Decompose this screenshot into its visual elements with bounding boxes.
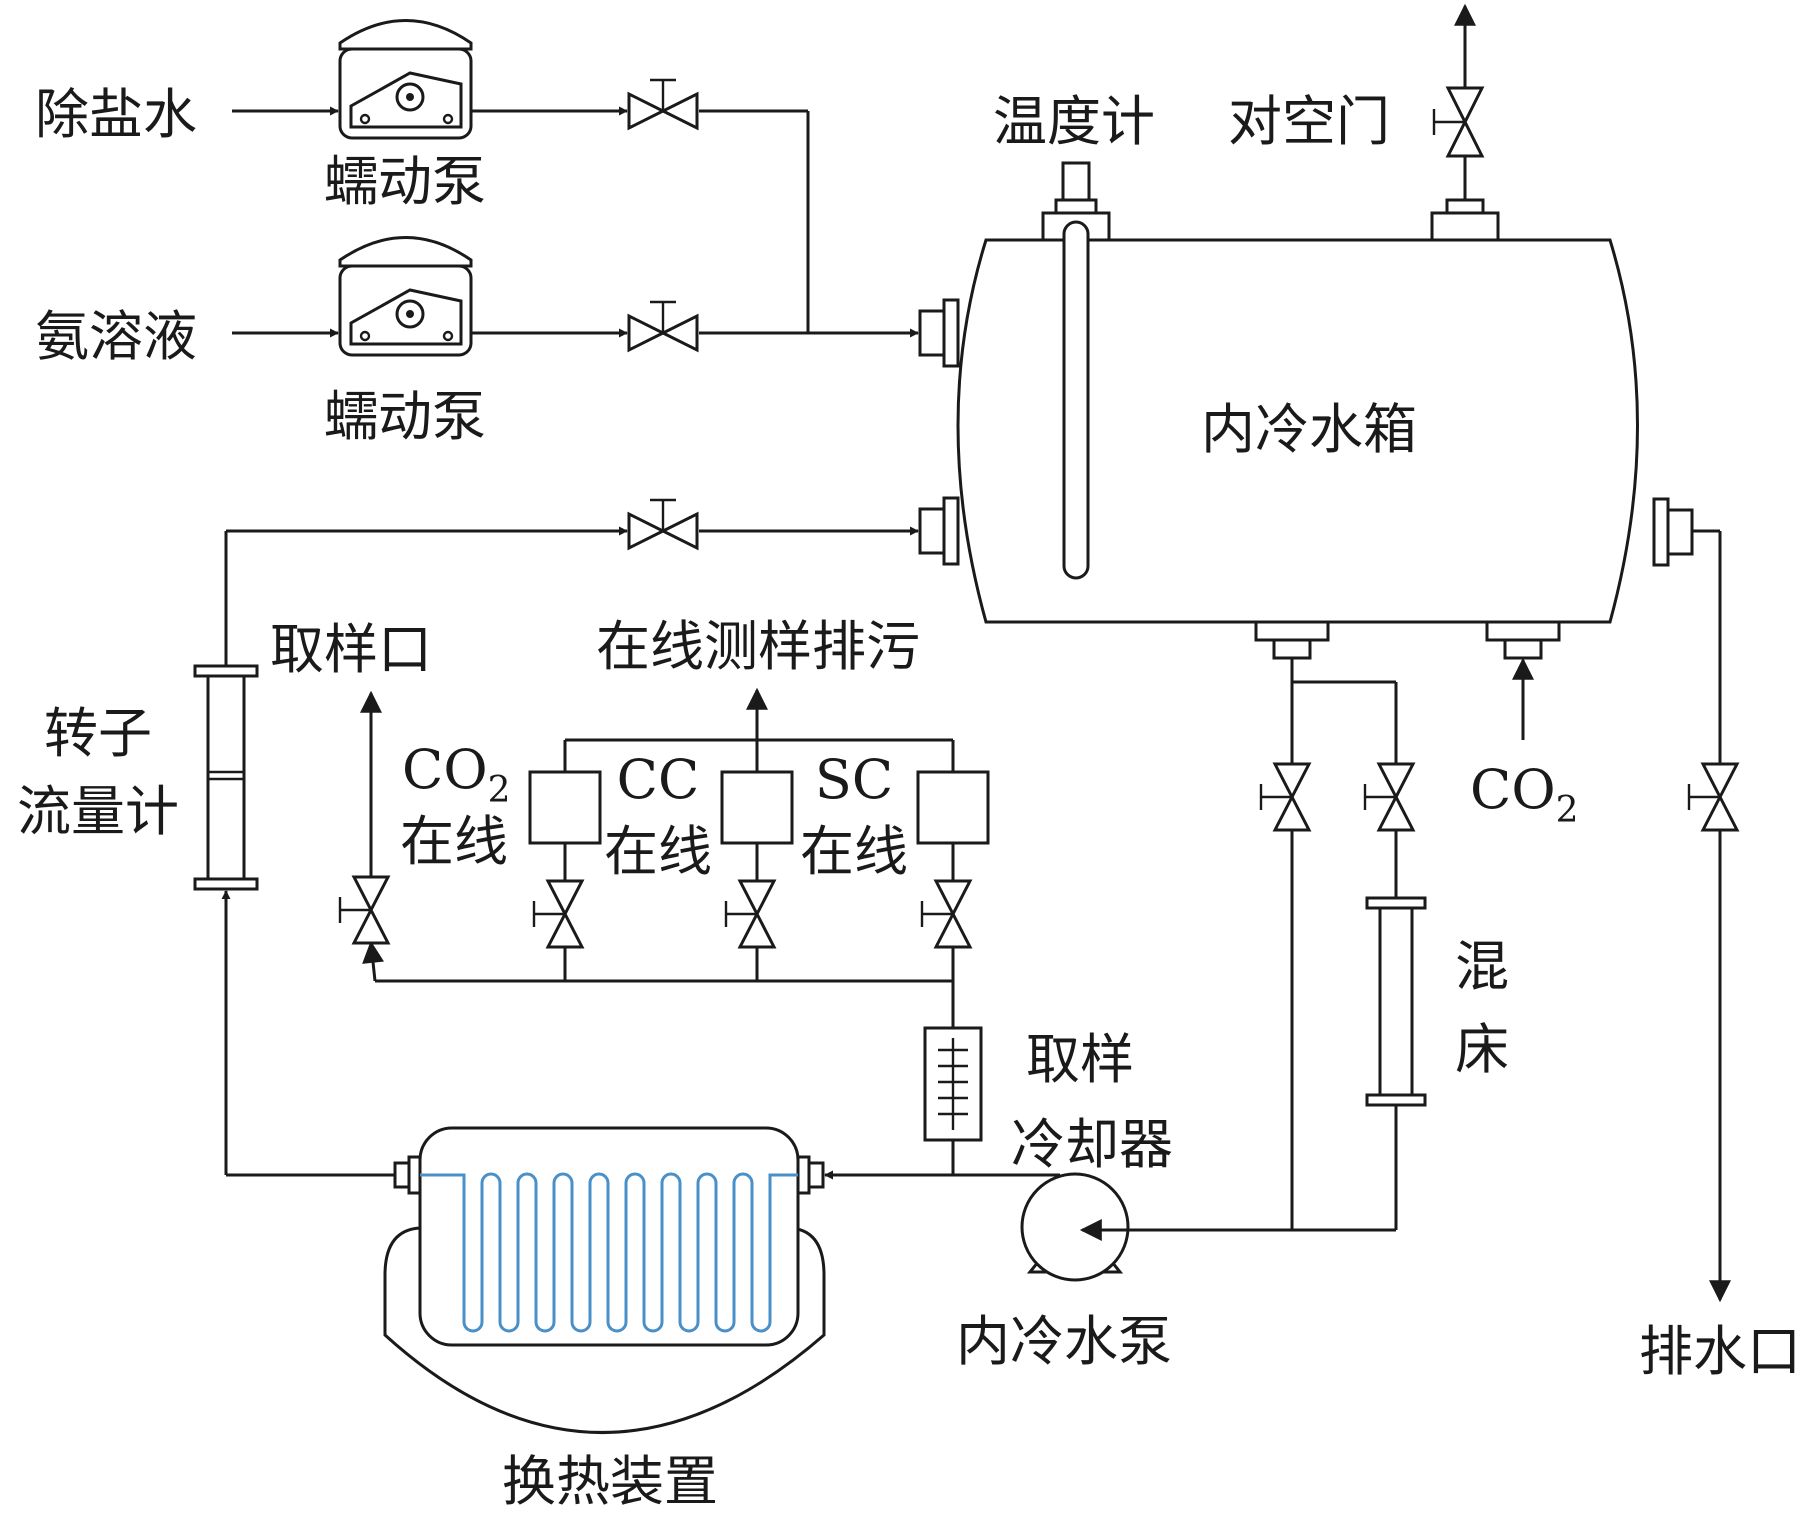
label-co2-online-line2: 在线 xyxy=(400,810,508,873)
label-online-blowdown: 在线测样排污 xyxy=(596,615,920,678)
label-co2-online-line1: CO2 xyxy=(402,738,511,811)
return-line xyxy=(221,526,919,1177)
valve-return[interactable] xyxy=(627,498,699,551)
vent-valve[interactable] xyxy=(1432,3,1485,200)
mixed-bed xyxy=(1365,896,1427,1107)
feed-lines xyxy=(232,106,919,338)
co2-online-analyzer xyxy=(528,770,602,845)
label-cc-online-line1: CC xyxy=(617,748,700,811)
valve-mixed-bed[interactable] xyxy=(1363,762,1416,832)
label-mixed-bed-line2: 床 xyxy=(1455,1018,1509,1081)
label-inner-water-tank: 内冷水箱 xyxy=(1201,398,1417,461)
valve-cc-online[interactable] xyxy=(724,879,777,949)
valve-drain[interactable] xyxy=(1687,762,1740,832)
label-heat-exchanger: 换热装置 xyxy=(502,1450,718,1513)
peristaltic-pump-top xyxy=(338,19,473,140)
label-inner-water-pump: 内冷水泵 xyxy=(956,1310,1172,1373)
inner-cooling-water-pump xyxy=(1020,1172,1396,1282)
rotameter xyxy=(193,664,259,891)
valve-sc-online[interactable] xyxy=(920,879,973,949)
label-rotameter-line1: 转子 xyxy=(44,702,152,765)
drain-line xyxy=(1692,529,1731,1303)
label-peristaltic-pump-1: 蠕动泵 xyxy=(324,150,486,213)
label-vent-valve: 对空门 xyxy=(1228,90,1390,153)
label-sampling-port: 取样口 xyxy=(270,618,432,681)
suction-lines xyxy=(1290,658,1398,1230)
valve-sampling-port[interactable] xyxy=(338,875,391,945)
peristaltic-pump-bottom xyxy=(338,236,473,357)
label-sampling-cooler-line2: 冷却器 xyxy=(1011,1113,1173,1176)
valve-feed-bottom[interactable] xyxy=(627,300,699,353)
sc-online-analyzer xyxy=(916,770,990,845)
sampling-cooler xyxy=(923,947,983,1175)
label-cc-online-line2: 在线 xyxy=(604,820,712,883)
label-drain-outlet: 排水口 xyxy=(1639,1320,1801,1383)
heat-exchanger xyxy=(383,1126,826,1434)
valve-suction-left[interactable] xyxy=(1259,762,1312,832)
label-desalted-water: 除盐水 xyxy=(35,83,197,146)
label-peristaltic-pump-2: 蠕动泵 xyxy=(324,385,486,448)
cc-online-analyzer xyxy=(720,770,794,845)
label-sc-online-line2: 在线 xyxy=(800,820,908,883)
label-sc-online-line1: SC xyxy=(815,748,893,811)
label-co2-inlet: CO2 xyxy=(1470,758,1579,831)
valve-co2-online[interactable] xyxy=(532,879,585,949)
sampling-manifold xyxy=(360,687,955,983)
label-rotameter-line2: 流量计 xyxy=(17,780,179,843)
thermometer xyxy=(1061,161,1091,580)
valve-feed-top[interactable] xyxy=(627,78,699,131)
label-sampling-cooler-line1: 取样 xyxy=(1026,1028,1134,1091)
label-thermometer: 温度计 xyxy=(993,90,1155,153)
label-mixed-bed-line1: 混 xyxy=(1455,935,1509,998)
label-ammonia-solution: 氨溶液 xyxy=(35,305,197,368)
